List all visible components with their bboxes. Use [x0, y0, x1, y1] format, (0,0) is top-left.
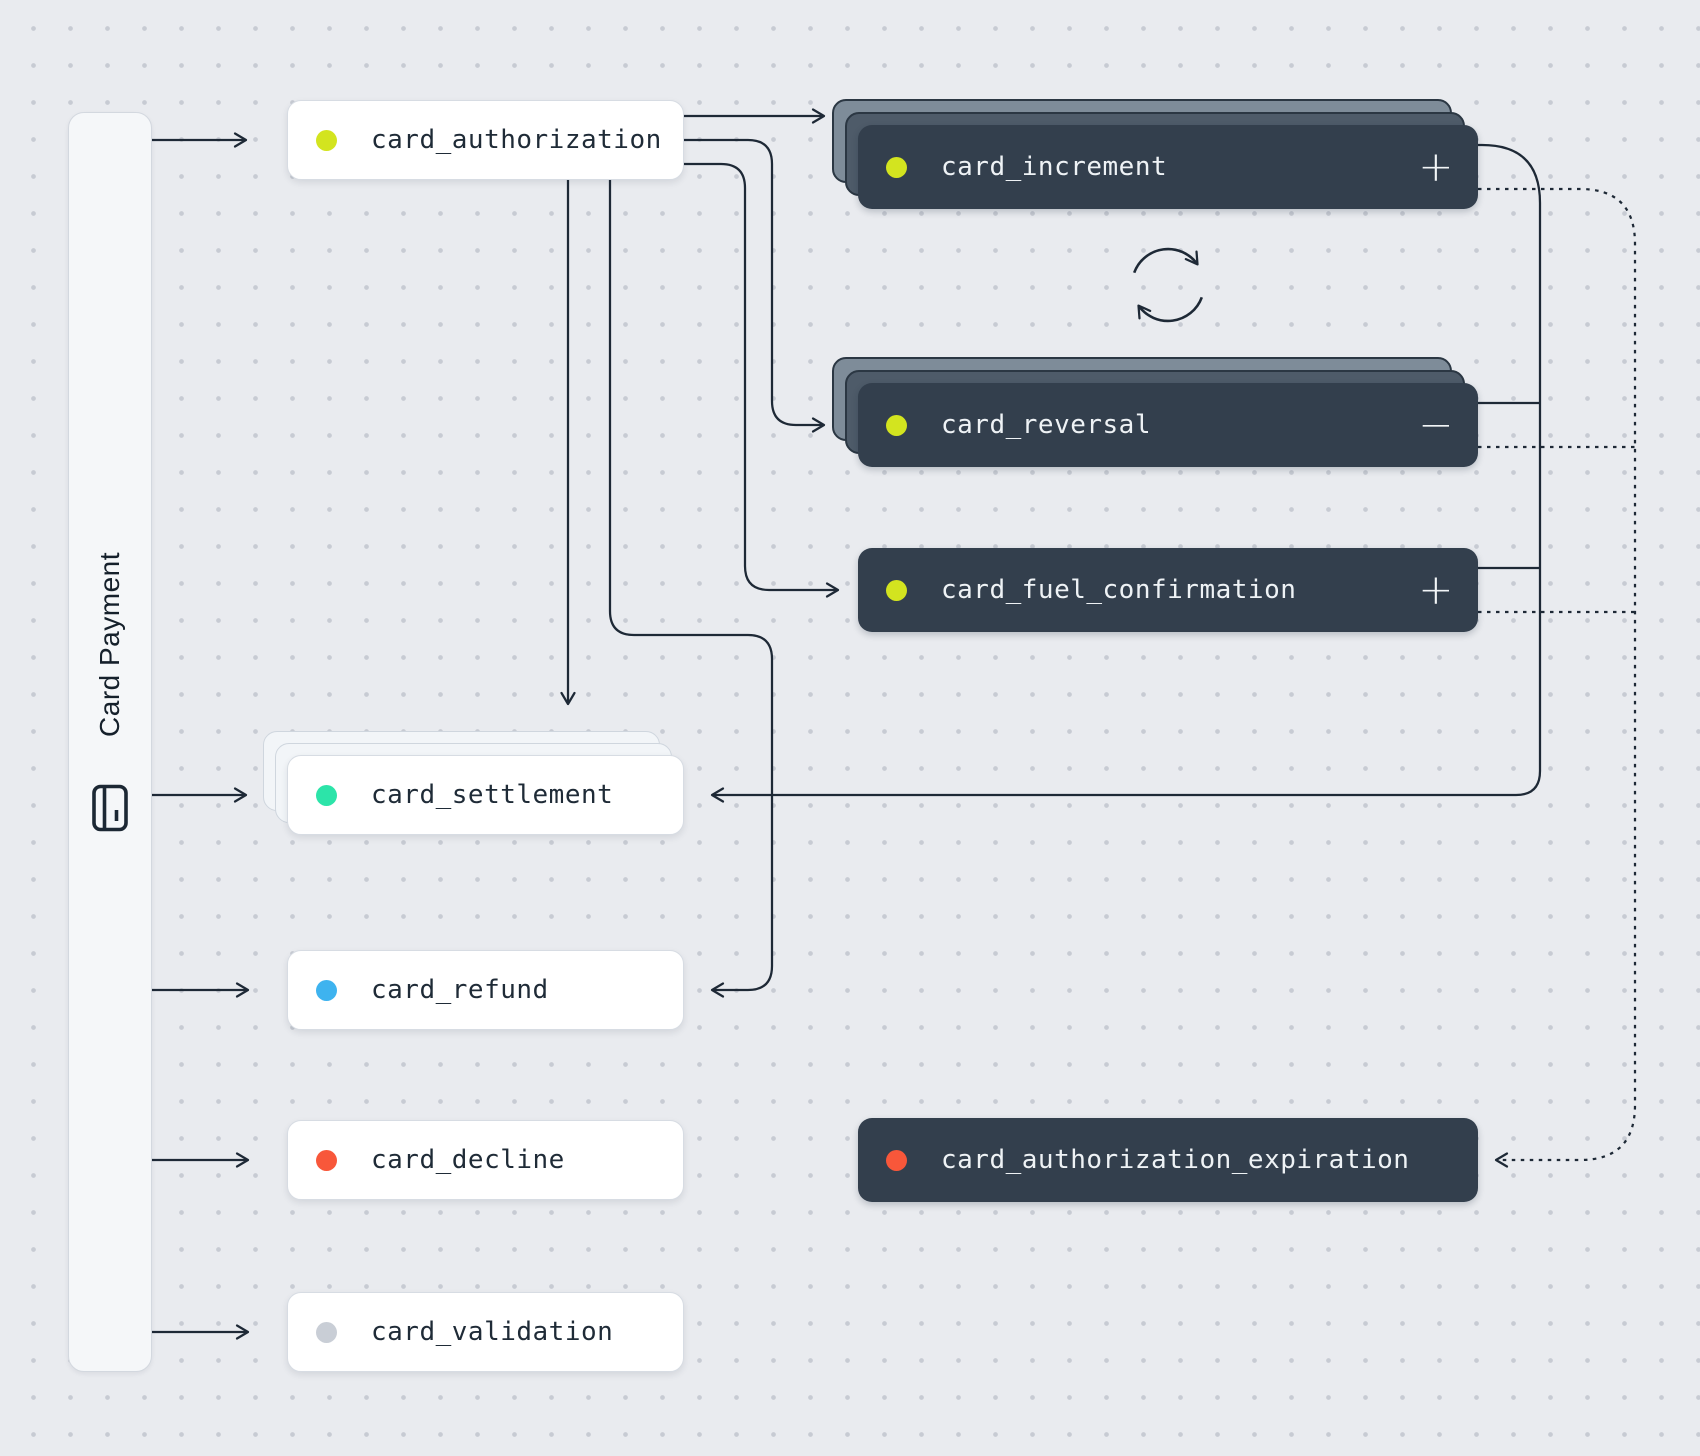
node-card-settlement[interactable]: card_settlement [287, 755, 684, 835]
sidebar-lane-card-payment[interactable]: Card Payment [68, 112, 152, 1372]
node-card-authorization[interactable]: card_authorization [287, 100, 684, 180]
node-label: card_decline [371, 1145, 565, 1175]
node-card-increment[interactable]: card_increment + [858, 125, 1478, 209]
status-dot [316, 784, 337, 806]
node-card-fuel-confirmation[interactable]: card_fuel_confirmation + [858, 548, 1478, 632]
node-label: card_fuel_confirmation [941, 575, 1297, 605]
node-label: card_increment [941, 152, 1168, 182]
sidebar-lane-title: Card Payment [94, 552, 125, 737]
status-dot [316, 129, 337, 151]
node-card-refund[interactable]: card_refund [287, 950, 684, 1030]
node-card-decline[interactable]: card_decline [287, 1120, 684, 1200]
node-card-validation[interactable]: card_validation [287, 1292, 684, 1372]
status-dot [886, 579, 907, 601]
status-dot [316, 1149, 337, 1171]
node-card-authorization-expiration[interactable]: card_authorization_expiration [858, 1118, 1478, 1202]
node-label: card_authorization [371, 125, 662, 155]
status-dot [886, 156, 907, 178]
node-label: card_settlement [371, 780, 614, 810]
expand-plus-button[interactable]: + [1418, 565, 1454, 614]
node-card-reversal[interactable]: card_reversal − [858, 383, 1478, 467]
node-label: card_refund [371, 975, 549, 1005]
status-dot [886, 414, 907, 436]
status-dot [316, 979, 337, 1001]
node-label: card_reversal [941, 410, 1151, 440]
node-label: card_authorization_expiration [941, 1145, 1410, 1175]
node-label: card_validation [371, 1317, 614, 1347]
collapse-minus-button[interactable]: − [1418, 400, 1454, 449]
status-dot [886, 1149, 907, 1171]
status-dot [316, 1321, 337, 1343]
expand-plus-button[interactable]: + [1418, 142, 1454, 191]
credit-card-icon [91, 783, 129, 837]
